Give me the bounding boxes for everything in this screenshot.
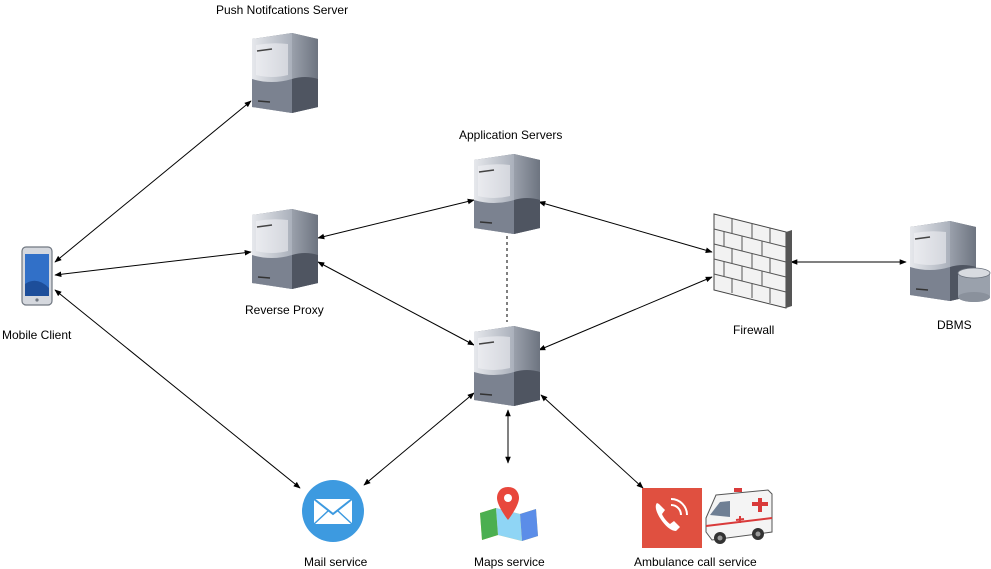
mail-service-label: Mail service [304,555,368,569]
ambulance-icon [705,488,773,544]
phone-call-icon [642,488,702,548]
firewall-icon [713,213,792,309]
edge-app2-ambulance [540,394,644,489]
map-pin-icon [480,487,538,541]
edge-mobile-mail [54,289,301,489]
edge-app2-firewall [538,276,713,351]
mobile-phone-icon [21,246,53,306]
reverse-proxy-label: Reverse Proxy [245,303,324,317]
edge-app2-mail [363,392,475,486]
edge-mobile-proxy [54,249,252,278]
push-server-icon [251,32,319,114]
edge-mobile-push [54,100,252,263]
dbms-label: DBMS [937,318,972,332]
database-icon [957,267,991,302]
reverse-proxy-server-icon [251,208,319,290]
edge-proxy-app1 [317,198,475,240]
edge-app1-firewall [538,201,713,253]
maps-service-label: Maps service [474,555,545,569]
app-servers-label: Application Servers [459,128,563,142]
ambulance-service-label: Ambulance call service [634,555,757,569]
push-server-label: Push Notifcations Server [216,3,349,17]
mobile-client-label: Mobile Client [2,328,72,342]
app-server-2-icon [473,325,541,407]
app-server-1-icon [473,153,541,235]
edge-proxy-app2 [317,261,475,346]
firewall-label: Firewall [733,323,775,337]
edges [54,100,907,489]
mail-icon [302,480,364,542]
dbms-server-icon [909,220,991,302]
